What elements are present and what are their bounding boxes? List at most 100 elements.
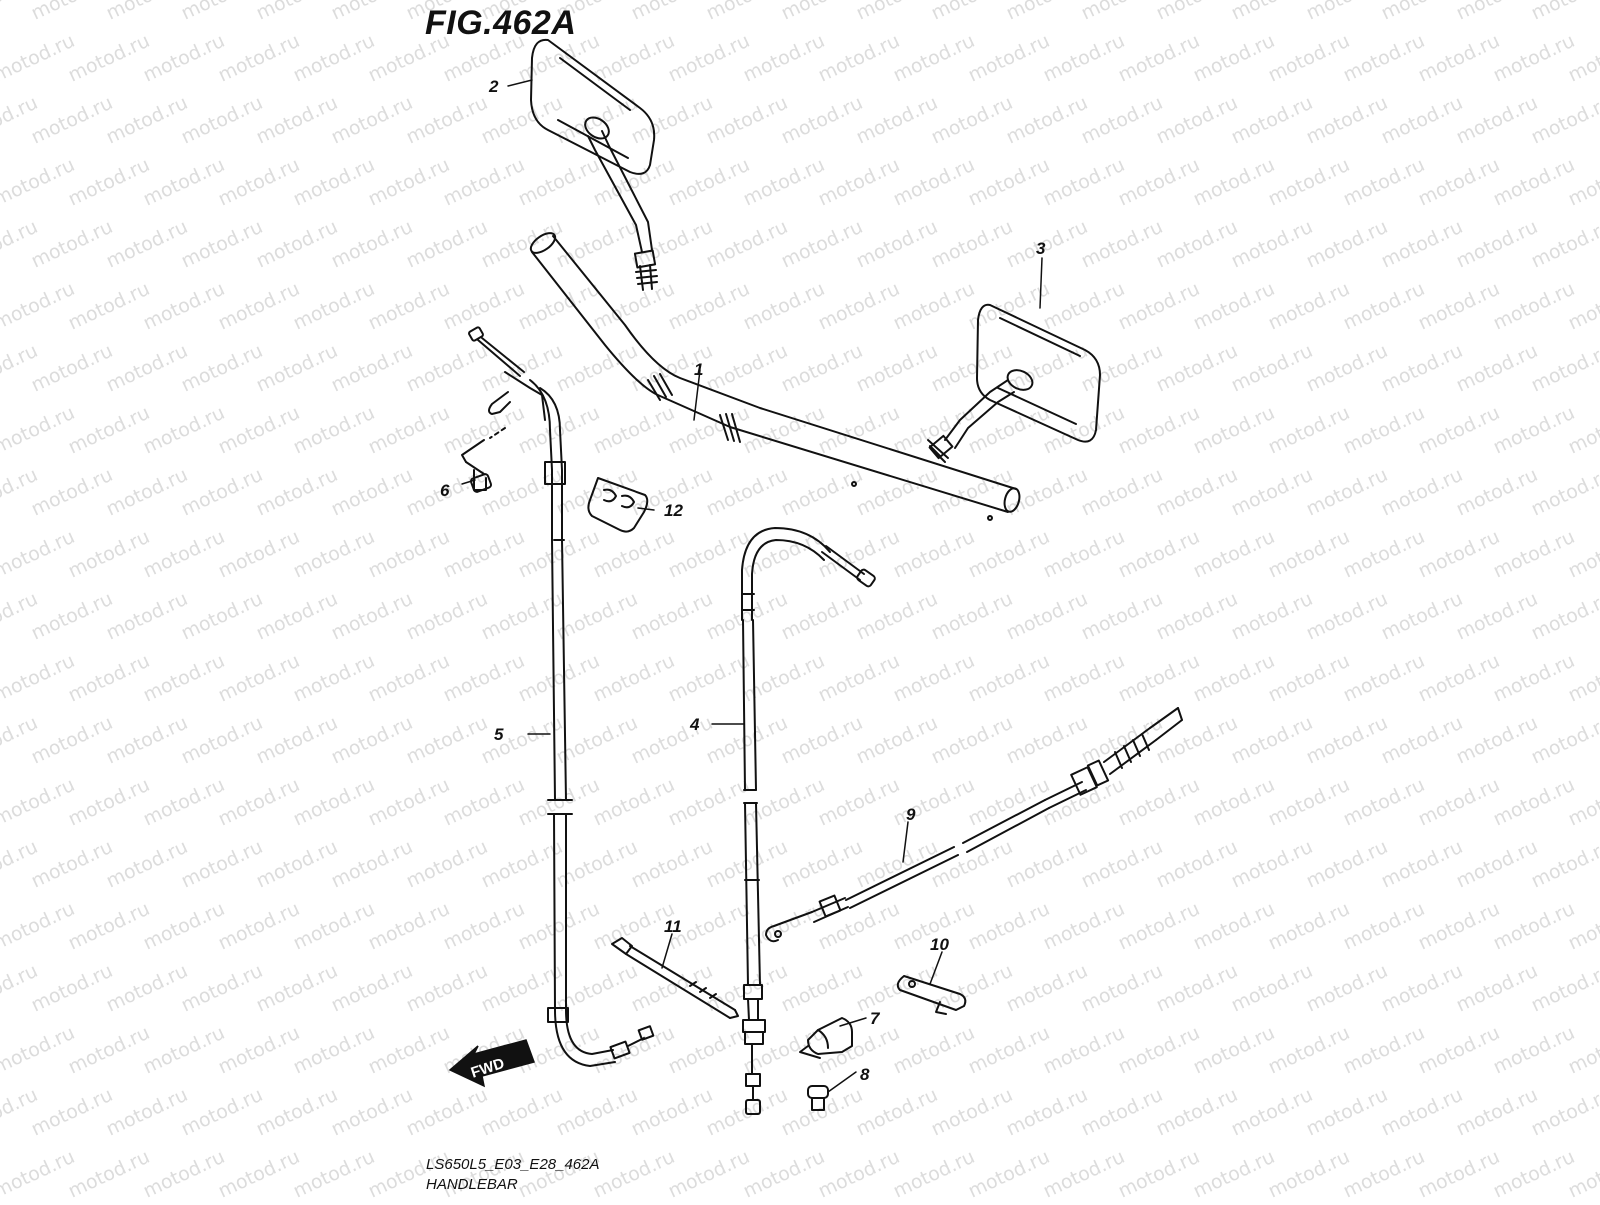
watermark-text: motod.ru xyxy=(178,1084,266,1141)
watermark-text: motod.ru xyxy=(178,464,266,521)
watermark-text: motod.ru xyxy=(965,650,1053,707)
watermark-text: motod.ru xyxy=(815,650,903,707)
watermark-text: motod.ru xyxy=(778,464,866,521)
watermark-text: motod.ru xyxy=(28,92,116,149)
watermark-text: motod.ru xyxy=(590,278,678,335)
watermark-text: motod.ru xyxy=(403,588,491,645)
watermark-text: motod.ru xyxy=(1528,464,1600,521)
watermark-text: motod.ru xyxy=(890,1146,978,1200)
watermark-text: motod.ru xyxy=(1303,1084,1391,1141)
watermark-text: motod.ru xyxy=(1340,1022,1428,1079)
watermark-text: motod.ru xyxy=(290,278,378,335)
watermark-text: motod.ru xyxy=(890,526,978,583)
watermark-text: motod.ru xyxy=(0,650,78,707)
watermark-text: motod.ru xyxy=(1490,30,1578,87)
watermark-text: motod.ru xyxy=(403,960,491,1017)
watermark-text: motod.ru xyxy=(1415,154,1503,211)
watermark-text: motod.ru xyxy=(1528,0,1600,25)
watermark-text: motod.ru xyxy=(365,774,453,831)
watermark-text: motod.ru xyxy=(65,30,153,87)
watermark-text: motod.ru xyxy=(0,154,78,211)
watermark-text: motod.ru xyxy=(515,154,603,211)
watermark-text: motod.ru xyxy=(253,464,341,521)
bolt-6 xyxy=(461,439,493,493)
watermark-text: motod.ru xyxy=(778,960,866,1017)
watermark-text: motod.ru xyxy=(928,216,1016,273)
watermark-text: motod.ru xyxy=(178,588,266,645)
watermark-text: motod.ru xyxy=(1265,1146,1353,1200)
watermark-text: motod.ru xyxy=(553,464,641,521)
watermark-text: motod.ru xyxy=(703,216,791,273)
watermark-text: motod.ru xyxy=(1415,650,1503,707)
watermark-text: motod.ru xyxy=(665,1022,753,1079)
watermark-text: motod.ru xyxy=(778,92,866,149)
watermark-text: motod.ru xyxy=(440,154,528,211)
watermark-text: motod.ru xyxy=(815,278,903,335)
watermark-text: motod.ru xyxy=(778,216,866,273)
watermark-text: motod.ru xyxy=(215,278,303,335)
leader-lines xyxy=(461,79,1043,1093)
watermark-text: motod.ru xyxy=(928,340,1016,397)
watermark-text: motod.ru xyxy=(665,154,753,211)
watermark-text: motod.ru xyxy=(140,898,228,955)
watermark-text: motod.ru xyxy=(1378,836,1466,893)
watermark-text: motod.ru xyxy=(1228,92,1316,149)
watermark-text: motod.ru xyxy=(740,526,828,583)
watermark-text: motod.ru xyxy=(590,526,678,583)
watermark-text: motod.ru xyxy=(178,92,266,149)
watermark-text: motod.ru xyxy=(965,30,1053,87)
watermark-text: motod.ru xyxy=(65,898,153,955)
watermark-text: motod.ru xyxy=(628,712,716,769)
watermark-text: motod.ru xyxy=(1228,836,1316,893)
watermark-text: motod.ru xyxy=(365,278,453,335)
watermark-text: motod.ru xyxy=(65,402,153,459)
watermark-text: motod.ru xyxy=(1190,278,1278,335)
watermark-text: motod.ru xyxy=(703,712,791,769)
callout-10: 10 xyxy=(930,935,949,954)
watermark-text: motod.ru xyxy=(1040,1022,1128,1079)
watermark-text: motod.ru xyxy=(403,340,491,397)
watermark-text: motod.ru xyxy=(1340,278,1428,335)
cable-5 xyxy=(468,326,655,1067)
watermark-text: motod.ru xyxy=(365,402,453,459)
watermark-text: motod.ru xyxy=(1490,154,1578,211)
watermark-text: motod.ru xyxy=(890,774,978,831)
watermark-text: motod.ru xyxy=(440,650,528,707)
watermark-text: motod.ru xyxy=(28,216,116,273)
watermark-text: motod.ru xyxy=(515,526,603,583)
watermark-text: motod.ru xyxy=(1340,774,1428,831)
watermark-text: motod.ru xyxy=(328,1084,416,1141)
watermark-text: motod.ru xyxy=(65,278,153,335)
watermark-text: motod.ru xyxy=(1153,836,1241,893)
watermark-text: motod.ru xyxy=(1003,1084,1091,1141)
watermark-text: motod.ru xyxy=(1078,836,1166,893)
watermark-text: motod.ru xyxy=(28,960,116,1017)
watermark-text: motod.ru xyxy=(403,216,491,273)
watermark-text: motod.ru xyxy=(1265,898,1353,955)
watermark-text: motod.ru xyxy=(665,650,753,707)
watermark-text: motod.ru xyxy=(1040,278,1128,335)
watermark-text: motod.ru xyxy=(215,402,303,459)
watermark-text: motod.ru xyxy=(28,588,116,645)
watermark-text: motod.ru xyxy=(853,1084,941,1141)
watermark-text: motod.ru xyxy=(1003,960,1091,1017)
watermark-text: motod.ru xyxy=(853,464,941,521)
watermark-text: motod.ru xyxy=(1453,960,1541,1017)
watermark-text: motod.ru xyxy=(1115,1146,1203,1200)
watermark-text: motod.ru xyxy=(853,92,941,149)
watermark-text: motod.ru xyxy=(178,960,266,1017)
watermark-text: motod.ru xyxy=(628,588,716,645)
watermark-text: motod.ru xyxy=(103,92,191,149)
watermark-text: motod.ru xyxy=(1303,92,1391,149)
watermark-text: motod.ru xyxy=(1190,402,1278,459)
clamp-7 xyxy=(799,1017,853,1059)
watermark-text: motod.ru xyxy=(1115,526,1203,583)
watermark-text: motod.ru xyxy=(890,154,978,211)
watermark-text: motod.ru xyxy=(253,92,341,149)
watermark-text: motod.ru xyxy=(1415,898,1503,955)
watermark-text: motod.ru xyxy=(1190,650,1278,707)
watermark-text: motod.ru xyxy=(1528,340,1600,397)
watermark-text: motod.ru xyxy=(1378,464,1466,521)
watermark-text: motod.ru xyxy=(1340,154,1428,211)
watermark-text: motod.ru xyxy=(28,464,116,521)
